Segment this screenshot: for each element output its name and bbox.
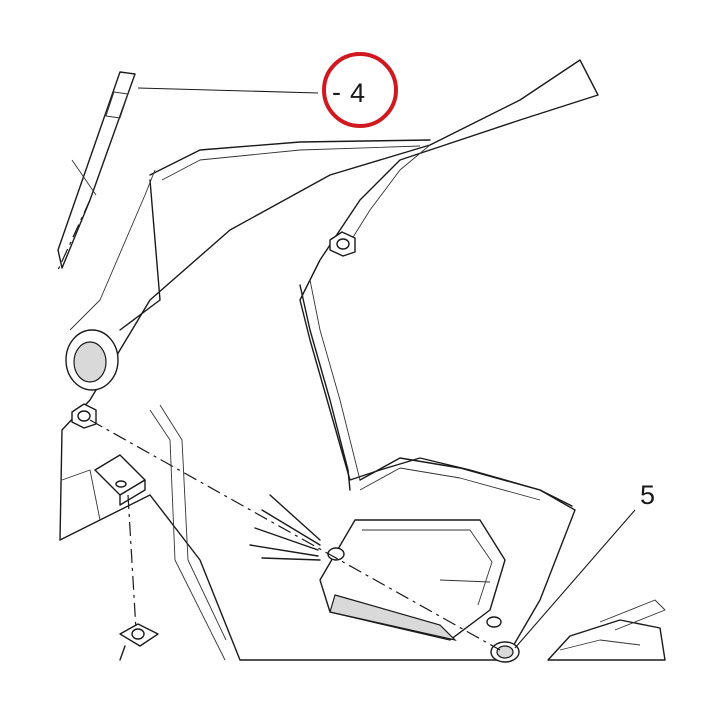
grommet-part-5[interactable] (490, 641, 520, 663)
callout-label-4: - (332, 77, 341, 107)
callout-5[interactable]: 5 (640, 480, 655, 510)
trim-strip-part[interactable] (57, 71, 136, 269)
right-side-component[interactable] (547, 599, 666, 661)
main-trim-panel[interactable] (59, 59, 599, 661)
callout-number-4: 4 (350, 78, 365, 108)
leader-line-5 (514, 509, 636, 649)
callout-number-5: 5 (640, 480, 655, 510)
assembly-axis-lines (57, 199, 501, 651)
round-grommet[interactable] (65, 329, 119, 391)
flap-fingers[interactable] (249, 494, 321, 561)
mounting-bracket[interactable] (94, 454, 146, 506)
clip-nut[interactable] (119, 623, 159, 661)
vent-insert[interactable] (319, 519, 506, 642)
leader-line-4 (137, 87, 319, 94)
clip-upper-right[interactable] (329, 231, 356, 257)
highlight-circle (322, 52, 398, 128)
callout-4[interactable]: - 4 (322, 52, 398, 128)
small-knob[interactable] (327, 547, 502, 628)
clip-left[interactable] (71, 403, 97, 429)
